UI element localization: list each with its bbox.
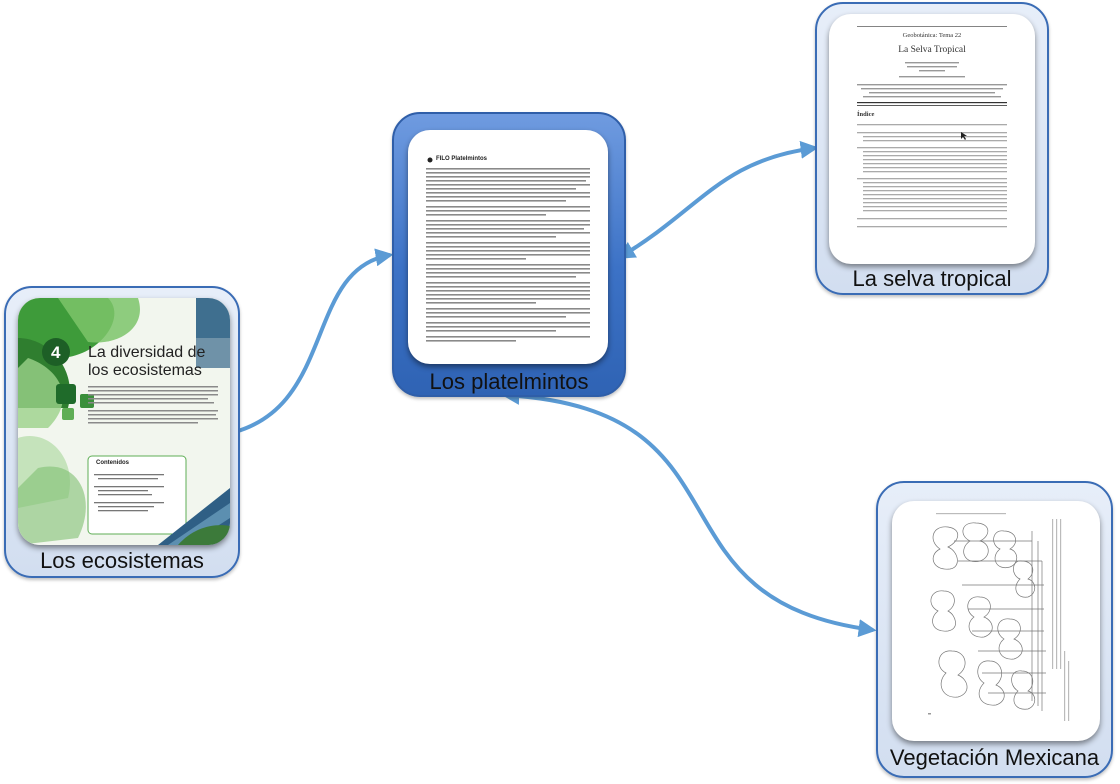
node-la-selva-tropical[interactable]: Geobotánica: Tema 22 La Selva Tropical Í… — [815, 2, 1049, 295]
connector-center-to-vegetacion — [501, 386, 877, 638]
ecosistemas-doc-title-line2: los ecosistemas — [88, 362, 202, 379]
connector-center-to-tropical — [616, 140, 819, 259]
connector-center-to-ecosistemas — [211, 248, 394, 444]
document-thumbnail-ecosistemas: 4 La diversidad de los ecosistemas Conte… — [18, 298, 230, 545]
node-vegetacion-mexicana[interactable]: Vegetación Mexicana — [876, 481, 1113, 778]
node-label-los-platelmintos: Los platelmintos — [429, 369, 589, 394]
document-thumbnail-vegetacion — [892, 501, 1100, 741]
document-thumbnail-platelmintos: FILO Platelmintos — [408, 130, 608, 364]
node-label-la-selva-tropical: La selva tropical — [852, 266, 1012, 291]
selva-tropical-doc-title: La Selva Tropical — [898, 45, 966, 55]
platelmintos-page-preview — [426, 157, 590, 342]
platelmintos-doc-heading: FILO Platelmintos — [436, 156, 488, 162]
ecosistemas-doc-title-line1: La diversidad de — [88, 344, 206, 361]
selva-tropical-doc-course: Geobotánica: Tema 22 — [902, 32, 962, 39]
document-thumbnail-selva-tropical: Geobotánica: Tema 22 La Selva Tropical Í… — [829, 14, 1035, 264]
selva-tropical-doc-index: Índice — [857, 111, 875, 118]
node-los-platelmintos[interactable]: FILO Platelmintos Los platelmintos — [392, 112, 626, 397]
ecosistemas-doc-contents: Contenidos — [96, 460, 129, 466]
node-los-ecosistemas[interactable]: 4 La diversidad de los ecosistemas Conte… — [4, 286, 240, 578]
ecosistemas-cover-artwork — [18, 298, 230, 545]
selva-tropical-page-preview — [857, 26, 1007, 228]
vegetacion-page-preview — [928, 513, 1070, 721]
node-label-vegetacion-mexicana: Vegetación Mexicana — [889, 745, 1100, 770]
ecosistemas-doc-number: 4 — [51, 343, 61, 362]
node-label-los-ecosistemas: Los ecosistemas — [40, 548, 204, 573]
